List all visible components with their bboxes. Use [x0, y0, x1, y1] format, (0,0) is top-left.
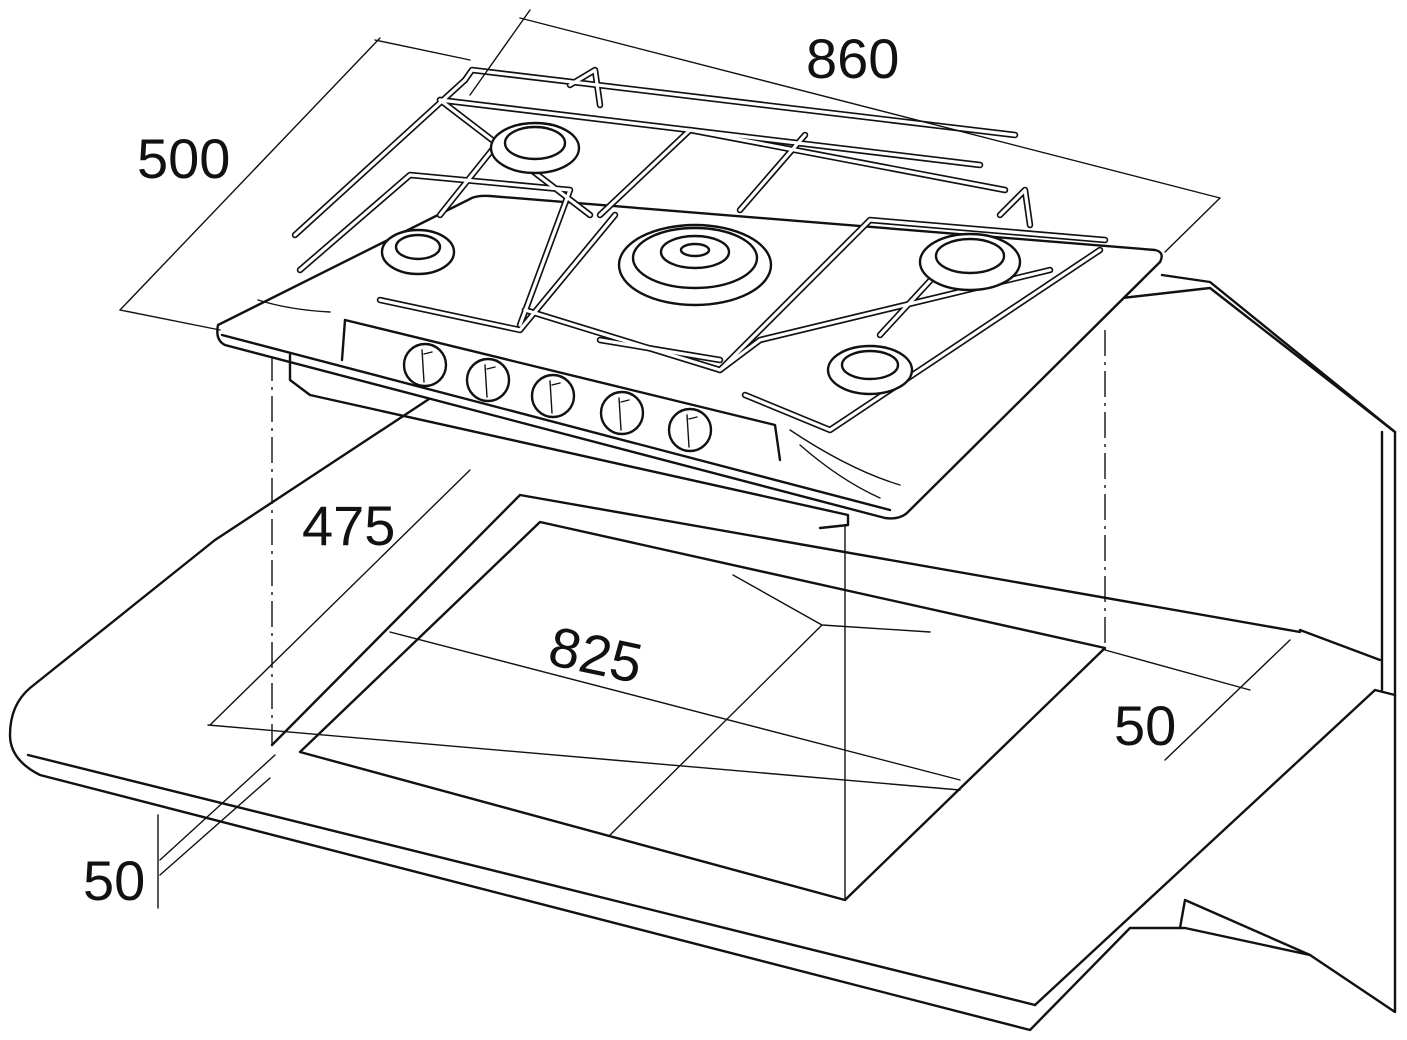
control-knob-icon — [667, 407, 713, 453]
cutout-opening — [270, 493, 1302, 902]
dimension-cutout-depth: 475 — [302, 494, 395, 557]
countertop — [8, 273, 1397, 1032]
control-knob-icon — [530, 373, 576, 419]
dimension-lines — [119, 9, 1291, 909]
dimension-hob-width: 860 — [806, 27, 899, 90]
wok-burner-icon — [617, 223, 773, 307]
burners — [380, 121, 1022, 396]
control-knob-icon — [465, 357, 511, 403]
control-knobs — [402, 342, 713, 453]
dimension-cutout-width: 825 — [544, 614, 648, 695]
control-knob-icon — [402, 342, 448, 388]
projection-lines — [207, 330, 1106, 791]
dimension-front-clearance: 50 — [83, 849, 145, 912]
gas-burner-icon — [918, 232, 1022, 292]
gas-burner-icon — [489, 121, 581, 175]
dimension-labels: 860 500 475 825 50 50 — [83, 27, 1176, 912]
control-knob-icon — [599, 390, 645, 436]
gas-burner-icon — [826, 344, 914, 396]
pan-support-grate-icon — [291, 66, 1109, 434]
gas-burner-icon — [380, 228, 456, 276]
dimension-hob-depth: 500 — [137, 127, 230, 190]
dimension-rear-clearance: 50 — [1114, 694, 1176, 757]
